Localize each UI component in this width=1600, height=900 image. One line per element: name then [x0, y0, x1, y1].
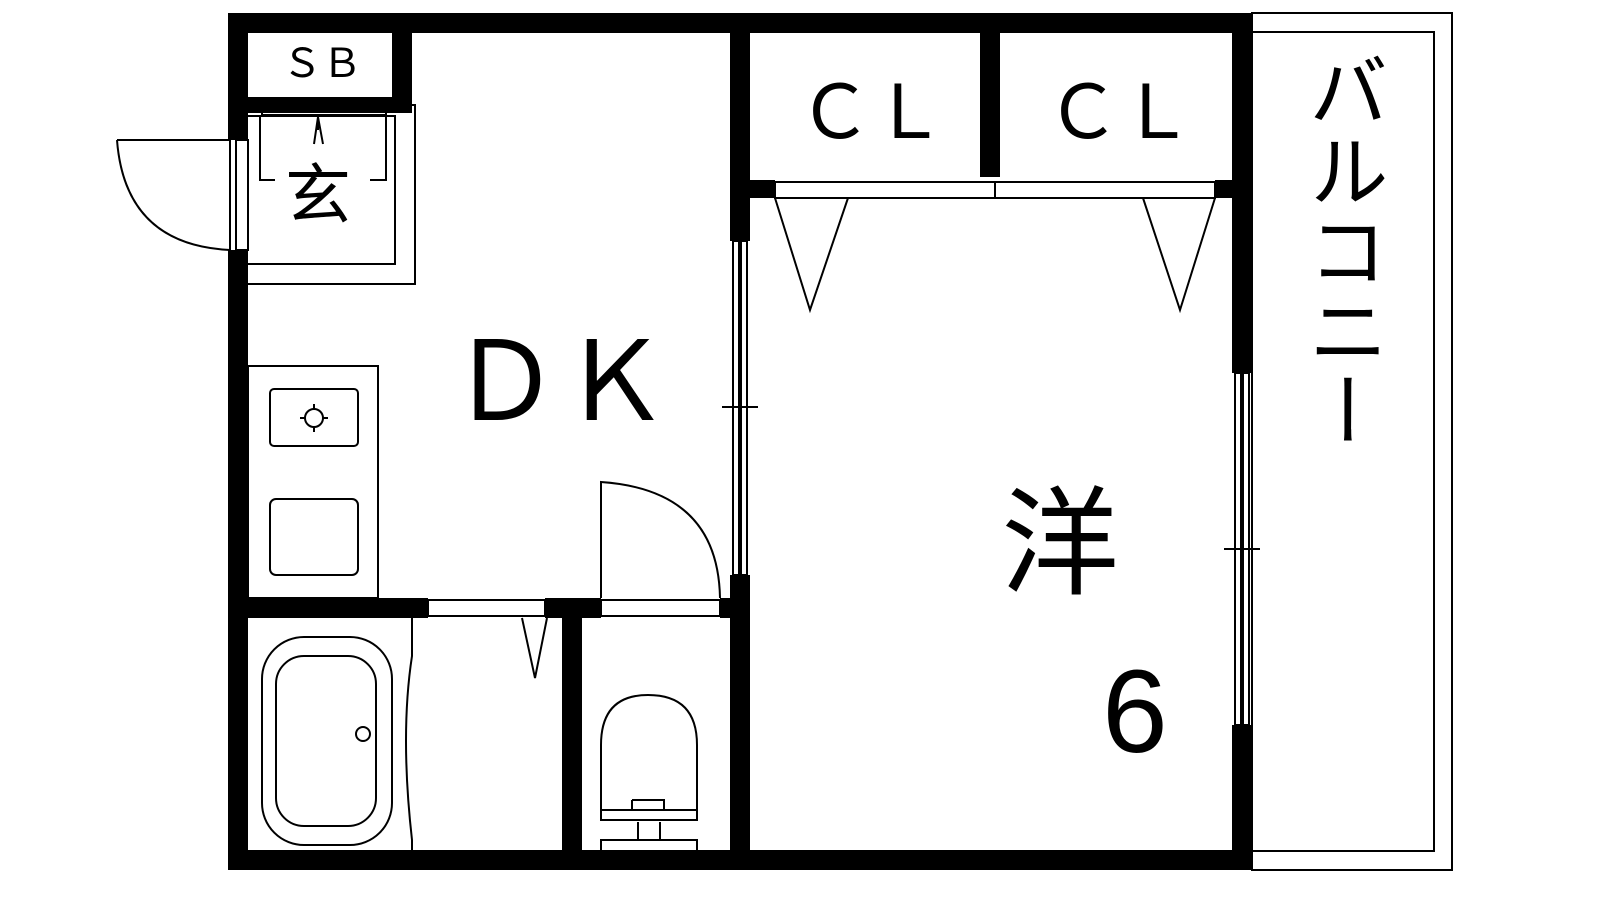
balcony	[1251, 12, 1453, 871]
label-entrance: 玄	[285, 158, 351, 232]
stove-icon	[269, 388, 359, 447]
label-shoe-box: ＳＢ	[282, 42, 362, 86]
window-balcony	[1224, 372, 1260, 726]
label-western-room: 洋	[1001, 479, 1119, 611]
walls	[228, 13, 1252, 870]
label-closet-2: ＣＬ	[1046, 71, 1194, 154]
sliding-door-dk-western	[722, 240, 758, 576]
entrance-area	[248, 98, 416, 285]
label-balcony: バルコニー	[1298, 50, 1387, 450]
label-room-size: 6	[1102, 646, 1168, 778]
kitchen-counter	[247, 365, 379, 599]
sink-icon	[269, 498, 359, 576]
bathtub	[261, 618, 413, 850]
label-closet-1: ＣＬ	[798, 71, 946, 154]
entrance-door	[116, 139, 249, 251]
label-dining-kitchen: ＤＫ	[450, 321, 670, 444]
closet-doors	[774, 181, 1216, 314]
dk-door	[427, 480, 721, 679]
toilet-icon	[600, 693, 698, 853]
